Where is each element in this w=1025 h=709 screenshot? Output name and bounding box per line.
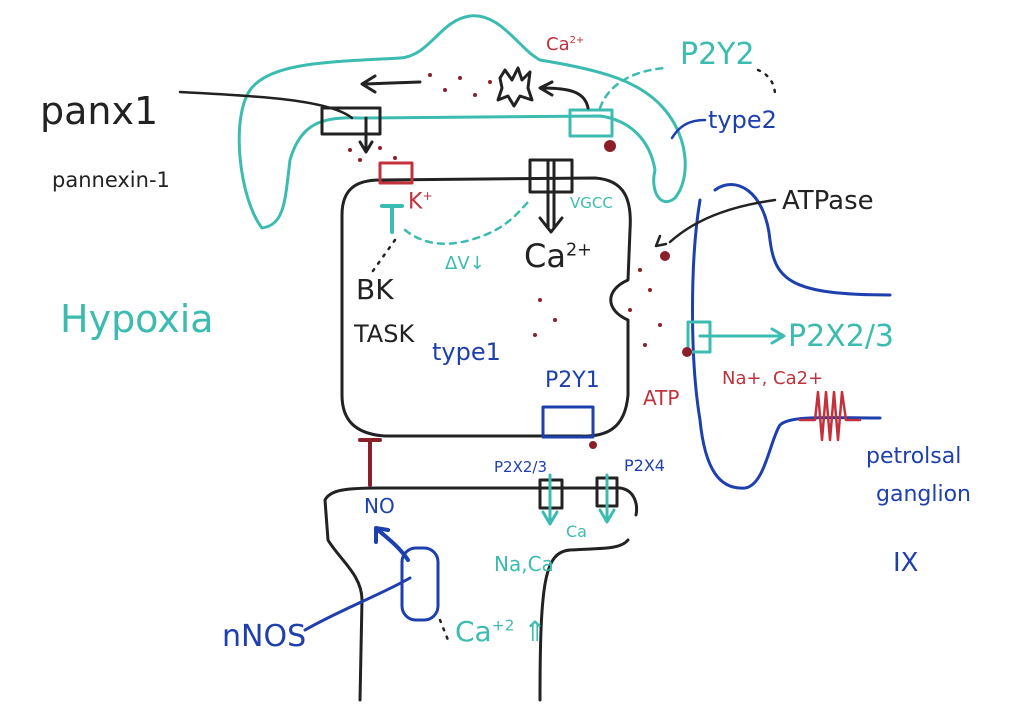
type2-cell-outline [237,14,687,230]
k-channel [378,161,414,185]
ca-mid-label: Ca2+ [524,237,592,275]
p2y1-receptor [541,405,595,439]
na-ca-low-label: Na,Ca [494,552,554,576]
action-potential-trace [798,390,862,442]
ganglion-label: ganglion [876,482,971,507]
ca-low-label: Ca [566,522,587,541]
p2x-arrow [698,327,786,345]
no-arrow [374,526,410,562]
dotted-links [368,68,777,647]
ca-nnos-label: Ca+2 ⇑ [455,615,547,648]
up-arrow-icon: ⇑ [523,615,547,648]
atp-dots [348,73,692,449]
type2-pointer [670,118,707,140]
p2y1-label: P2Y1 [545,368,600,393]
nnos-label: nNOS [222,619,307,654]
p2y2-receptor [568,108,614,138]
p2x23-right-label: P2X2/3 [788,319,895,354]
k-inhibition [380,204,404,234]
atpase-pointer [654,198,777,248]
k-label: K+ [408,189,433,215]
ix-label: IX [893,548,919,578]
task-label: TASK [354,320,415,348]
vesicle-burst-icon [496,66,534,108]
atpase-label: ATPase [782,186,874,216]
na-ca-label: Na+, Ca2+ [722,368,824,389]
atp-label: ATP [643,386,680,410]
nnos-pointer [303,576,412,632]
no-inhibition-bar [358,438,382,487]
no-label: NO [364,494,395,518]
dashed-links [403,66,667,245]
nerve-terminal-outline [323,486,639,702]
ca-top-label: Ca2+ [546,34,585,55]
vgcc-label: VGCC [570,194,613,212]
panx1-pointer-line [178,90,354,120]
type1-label: type1 [432,338,501,366]
p2x23-low-label: P2X2/3 [494,458,548,476]
pannexin-label: pannexin-1 [52,168,170,192]
p2x-low-arrows [541,473,616,526]
delta-v-label: ΔV↓ [445,253,485,274]
p2y2-to-ca-arrow [538,80,590,110]
p2x4-label: P2X4 [624,456,665,475]
petrosal-label: petrolsal [866,444,962,469]
type2-label: type2 [708,106,777,134]
vgcc-channel [528,158,574,194]
p2y2-label: P2Y2 [680,37,755,72]
atp-release-arrow [360,74,422,94]
panx1-channel [320,106,382,136]
type1-cell-outline [340,176,632,438]
panx1-label: panx1 [40,89,159,133]
panx1-down-arrow [358,116,374,154]
vgcc-ca-arrow [538,158,564,234]
bk-label: BK [356,273,394,306]
hypoxia-label: Hypoxia [60,297,214,341]
